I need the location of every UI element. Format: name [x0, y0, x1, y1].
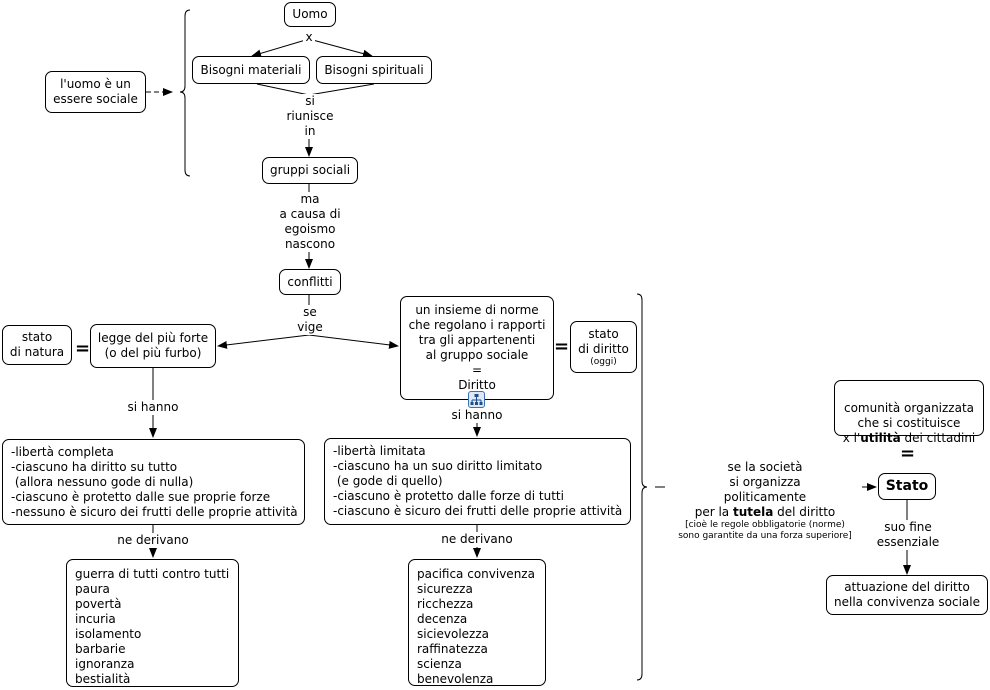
node-stato[interactable]: Stato	[878, 473, 936, 500]
link-vige-diritto	[308, 334, 399, 349]
comunita-text-bold: utilità	[860, 431, 901, 445]
link-vige-legge	[217, 334, 310, 349]
label-suo-fine: suo fine essenziale	[870, 520, 946, 550]
label-ne-derivano-2: ne derivano	[436, 532, 518, 547]
hierarchy-icon	[470, 394, 483, 405]
node-bisogni-spirituali[interactable]: Bisogni spirituali	[316, 56, 432, 84]
societa-text-1: se la società si organizza politicamente…	[694, 460, 807, 519]
label-si-hanno-1: si hanno	[120, 400, 186, 415]
link-bisogni-spirituali-merge	[308, 83, 375, 96]
node-natura-conseguenze[interactable]: -libertà completa -ciascuno ha diritto s…	[2, 439, 305, 525]
node-conflitti[interactable]: conflitti	[279, 269, 341, 295]
label-societa: se la società si organizza politicamente…	[670, 445, 860, 557]
label-se-vige: se vige	[290, 305, 330, 335]
brace-top	[179, 9, 191, 177]
concept-map-icon[interactable]	[468, 391, 485, 408]
societa-text-2: del diritto	[773, 505, 836, 519]
brace-right	[636, 293, 648, 681]
societa-text-bold: tutela	[732, 505, 774, 519]
node-mali[interactable]: guerra di tutti contro tutti paura pover…	[66, 559, 239, 687]
comunita-text-1: comunità organizzata che si costituisce …	[842, 401, 975, 445]
node-legge-piu-forte[interactable]: legge del più forte (o del più furbo)	[90, 324, 216, 368]
label-x: x	[303, 30, 315, 45]
node-attuazione[interactable]: attuazione del diritto nella convivenza …	[826, 575, 988, 615]
comunita-text-2: dei cittadini	[900, 431, 976, 445]
stato-diritto-title: stato di diritto	[578, 326, 629, 356]
node-uomo-sociale[interactable]: l'uomo è un essere sociale	[45, 71, 146, 113]
equals-diritto: =	[554, 336, 570, 357]
node-uomo[interactable]: Uomo	[284, 2, 336, 27]
equals-stato: =	[900, 443, 916, 464]
link-uomo-bisogni-spirituali	[308, 38, 373, 58]
node-comunita[interactable]: comunità organizzata che si costituisce …	[834, 380, 984, 445]
node-diritto-definizione[interactable]: un insieme di norme che regolano i rappo…	[400, 296, 554, 400]
link-uomo-bisogni-materiali	[251, 38, 310, 58]
node-stato-diritto[interactable]: stato di diritto (oggi)	[570, 321, 637, 373]
societa-note: [cioè le regole obbligatorie (norme) son…	[678, 520, 852, 541]
label-si-hanno-2: si hanno	[444, 408, 510, 423]
node-beni[interactable]: pacifica convivenza sicurezza ricchezza …	[408, 559, 546, 686]
node-bisogni-materiali[interactable]: Bisogni materiali	[192, 56, 310, 84]
label-ne-derivano-1: ne derivano	[112, 533, 194, 548]
label-si-riunisce: si riunisce in	[282, 94, 338, 139]
equals-natura: =	[75, 338, 91, 359]
node-gruppi-sociali[interactable]: gruppi sociali	[262, 157, 358, 184]
stato-diritto-sub: (oggi)	[590, 356, 617, 367]
link-bisogni-materiali-merge	[256, 83, 310, 96]
label-ma-egoismo: ma a causa di egoismo nascono	[274, 192, 346, 252]
node-diritto-conseguenze[interactable]: -libertà limitata -ciascuno ha un suo di…	[324, 438, 631, 525]
node-stato-natura[interactable]: stato di natura	[2, 325, 72, 365]
